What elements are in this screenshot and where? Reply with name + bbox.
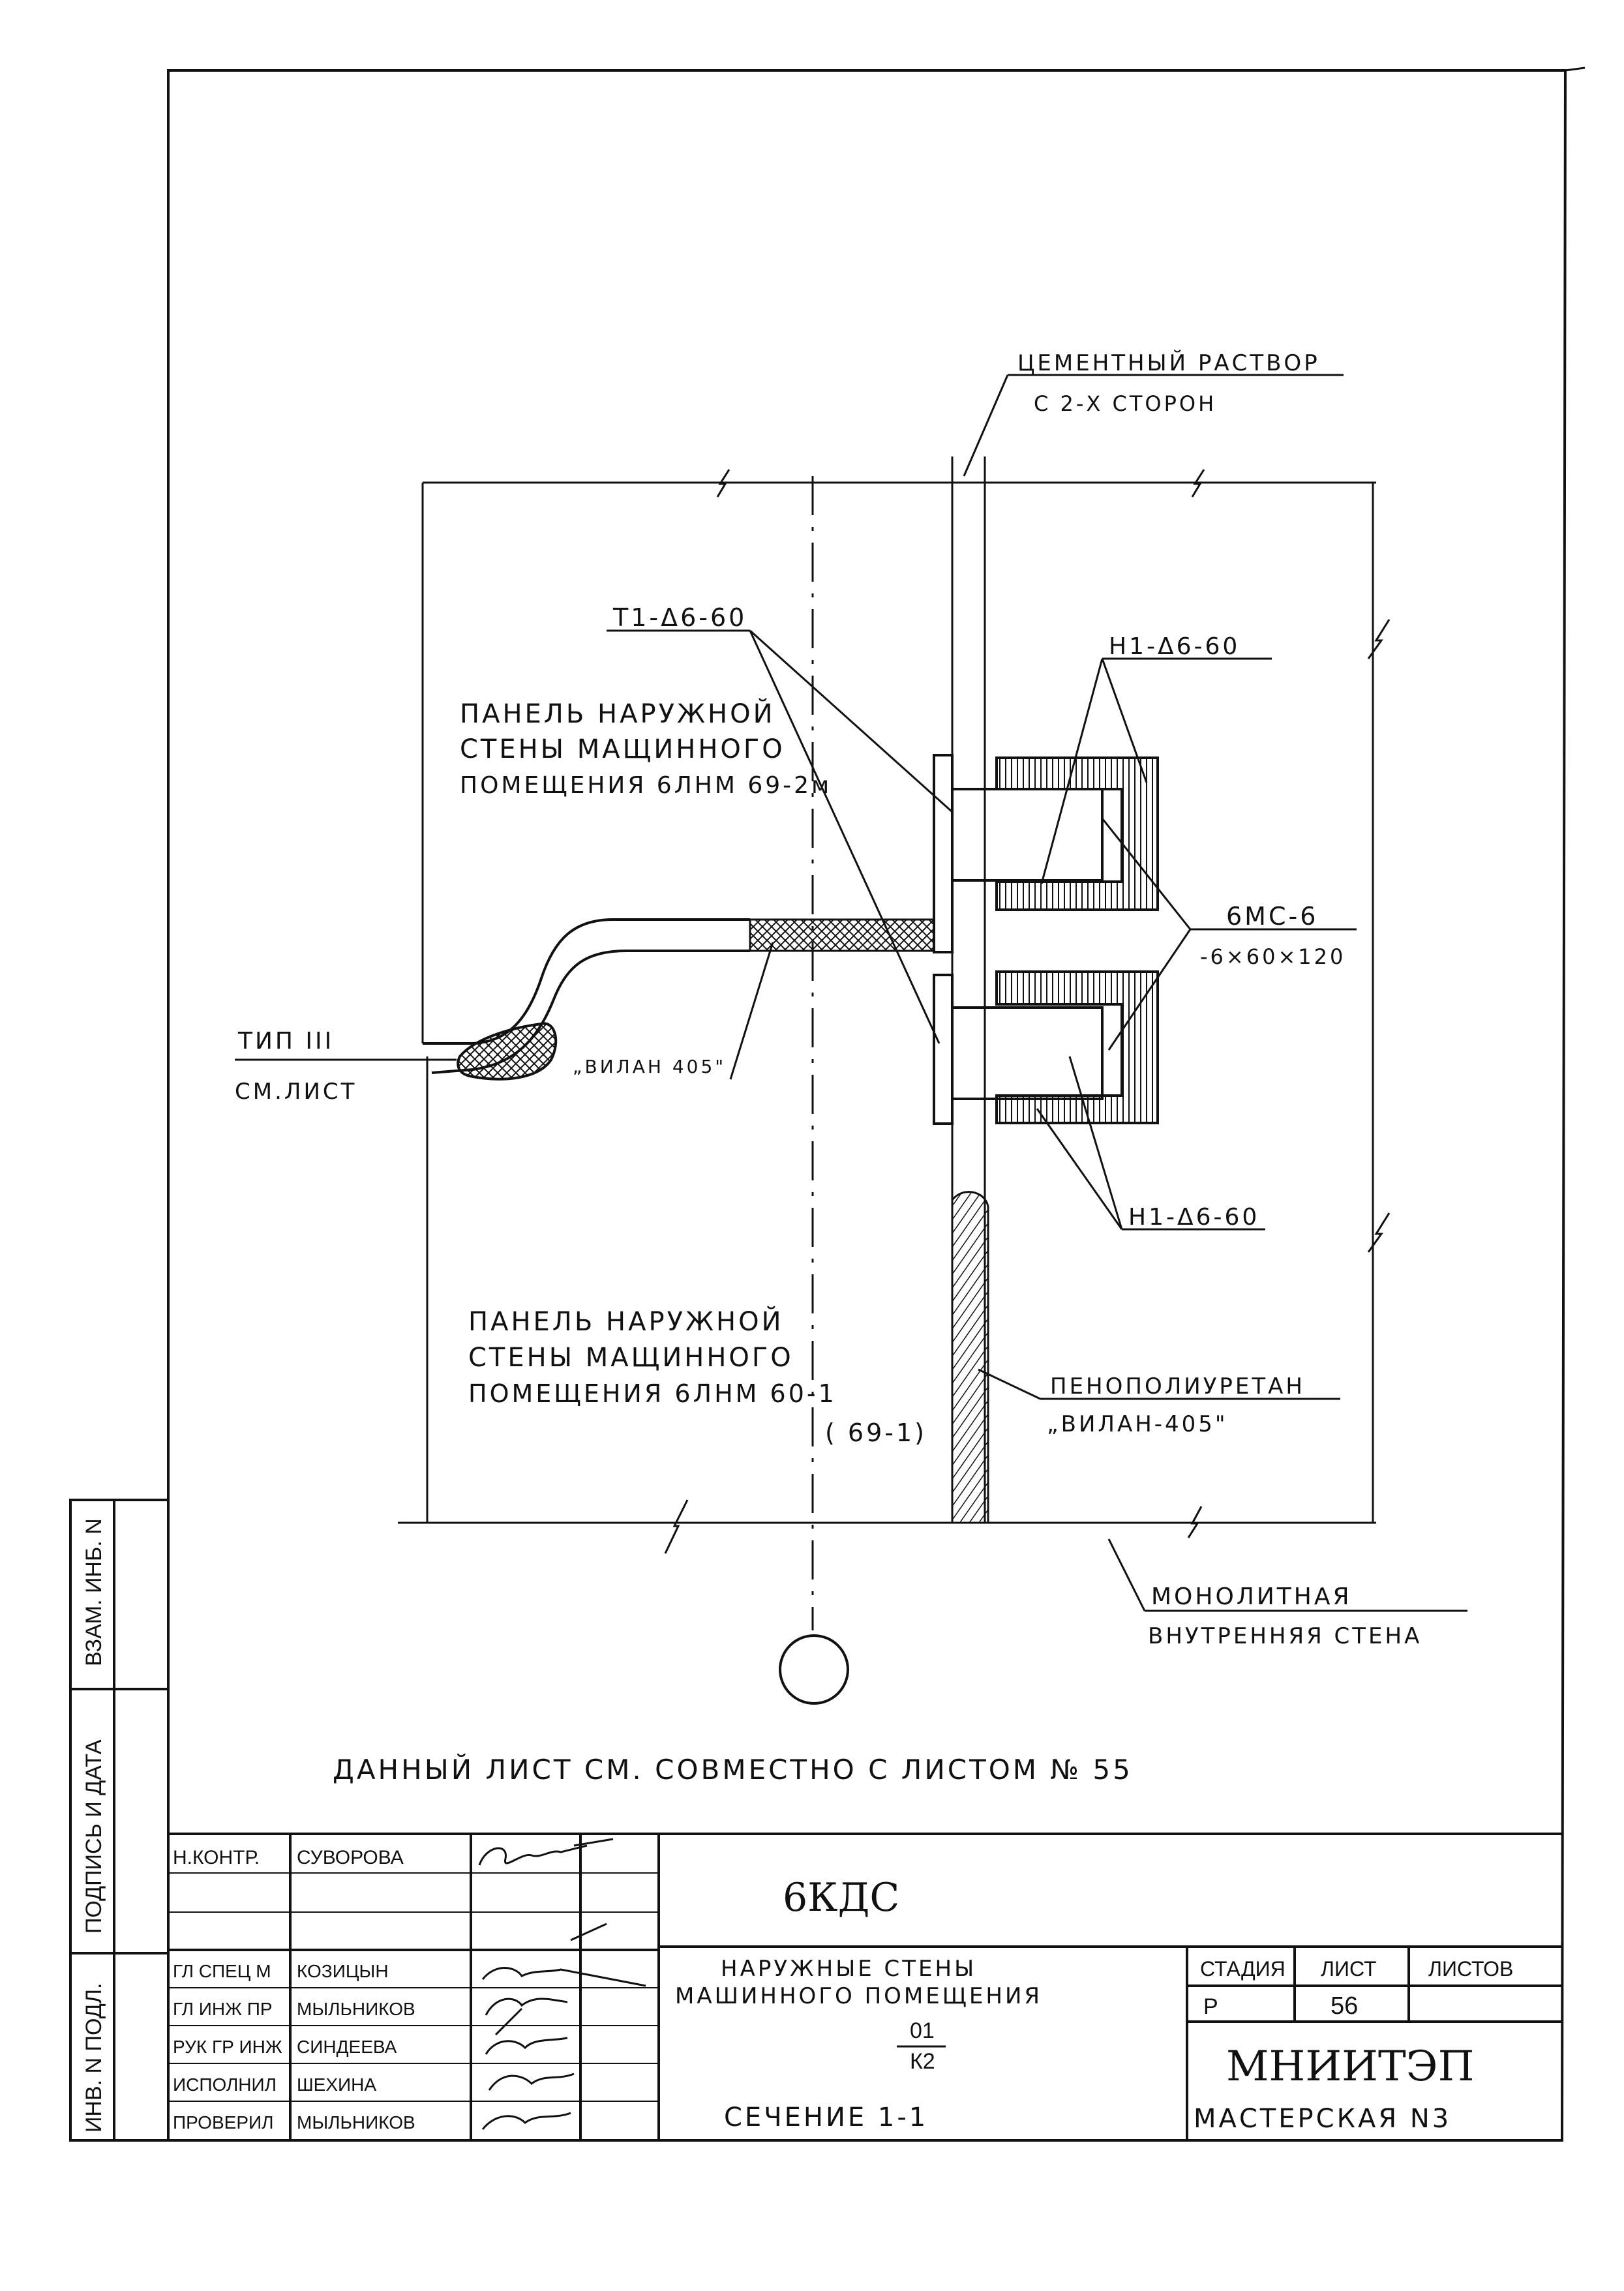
signature-scribbles	[478, 1838, 646, 2130]
vilan-insert	[749, 918, 950, 952]
sig-name-3: КОЗИЦЫН	[297, 1961, 389, 1981]
sig-role-3: ГЛ СПЕЦ М	[173, 1961, 271, 1981]
section-label: СЕЧЕНИЕ 1-1	[724, 2103, 928, 2133]
bracket-top	[995, 756, 1159, 911]
fraction-bottom: К2	[910, 2049, 935, 2074]
panel-upper-2: СТЕНЫ МАЩИННОГО	[460, 734, 785, 764]
wall-panels	[398, 457, 1391, 1554]
sheet-note: ДАННЫЙ ЛИСТ СМ. СОВМЕСТНО С ЛИСТОМ № 55	[333, 1753, 1133, 1786]
project-code: 6КДС	[783, 1875, 899, 1921]
type-ref-sheet: СМ.ЛИСТ	[235, 1079, 357, 1105]
foam-label-2: „ВИЛАН-405"	[1047, 1411, 1228, 1437]
inner-wall-label-2: ВНУТРЕННЯЯ СТЕНА	[1148, 1623, 1422, 1649]
title-line-2: МАШИННОГО ПОМЕЩЕНИЯ	[675, 1983, 1042, 2009]
sig-name-0: СУВОРОВА	[297, 1847, 404, 1868]
panel-lower-1: ПАНЕЛЬ НАРУЖНОЙ	[468, 1306, 784, 1337]
sheet-border	[167, 67, 1586, 2142]
side-stamp-inventory: ИНВ. N ПОДЛ.	[82, 1983, 106, 2133]
sig-role-7: ПРОВЕРИЛ	[173, 2112, 274, 2133]
bracket-bottom	[995, 970, 1159, 1124]
stage-header: СТАДИЯ	[1200, 1957, 1286, 1981]
stage-value: Р	[1203, 1994, 1218, 2019]
org-name: МНИИТЭП	[1226, 2043, 1474, 2091]
sig-name-7: МЫЛЬНИКОВ	[297, 2112, 415, 2133]
sig-name-4: МЫЛЬНИКОВ	[297, 1999, 415, 2019]
panel-lower-3: ПОМЕЩЕНИЯ 6ЛНМ 60-1	[468, 1379, 837, 1408]
vilan-label: „ВИЛАН 405"	[573, 1056, 726, 1077]
workshop-name: МАСТЕРСКАЯ N3	[1194, 2104, 1451, 2134]
mortar-label-1: ЦЕМЕНТНЫЙ РАСТВОР	[1017, 350, 1320, 376]
t1-label: Т1-Δ6-60	[612, 603, 747, 632]
sheet-value: 56	[1331, 1992, 1358, 2020]
sig-role-4: ГЛ ИНЖ ПР	[173, 1999, 273, 2019]
sig-role-6: ИСПОЛНИЛ	[173, 2074, 277, 2095]
axis-bubble	[779, 1634, 849, 1705]
sheets-header: ЛИСТОВ	[1428, 1957, 1513, 1981]
leader-lines	[365, 374, 1467, 1612]
sheet-header: ЛИСТ	[1321, 1957, 1377, 1981]
panel-upper-1: ПАНЕЛЬ НАРУЖНОЙ	[460, 698, 775, 729]
panel-upper-3: ПОМЕЩЕНИЯ 6ЛНМ 69-2м	[460, 772, 832, 799]
sig-role-5: РУК ГР ИНЖ	[173, 2037, 282, 2057]
plate-label-1: 6МС-6	[1226, 902, 1318, 931]
side-stamp	[69, 1499, 170, 2142]
title-block-grid	[168, 1833, 1562, 2140]
embed-plates	[933, 754, 1104, 1125]
sig-name-6: ШЕХИНА	[297, 2074, 376, 2095]
h1-bottom-label: Н1-Δ6-60	[1128, 1204, 1259, 1231]
callouts: ЦЕМЕНТНЫЙ РАСТВОР С 2-Х СТОРОН Т1-Δ6-60 …	[235, 350, 1422, 1649]
mortar-label-2: С 2-Х СТОРОН	[1034, 391, 1216, 416]
h1-top-label: Н1-Δ6-60	[1109, 633, 1240, 660]
title-line-1: НАРУЖНЫЕ СТЕНЫ	[721, 1956, 976, 1982]
weld-blob	[457, 1022, 558, 1081]
foam-strip	[951, 1191, 989, 1524]
panel-lower-4: ( 69-1)	[825, 1418, 927, 1447]
sig-role-0: Н.КОНТР.	[173, 1847, 260, 1868]
type-ref-label: ТИП III	[237, 1028, 334, 1055]
side-stamp-signature: ПОДПИСЬ И ДАТА	[82, 1739, 106, 1934]
side-stamp-replace: ВЗАМ. ИНБ. N	[82, 1518, 106, 1666]
sig-name-5: СИНДЕЕВА	[297, 2037, 397, 2057]
panel-lower-2: СТЕНЫ МАЩИННОГО	[468, 1343, 794, 1373]
plate-label-2: -6×60×120	[1200, 944, 1346, 969]
inner-wall-label-1: МОНОЛИТНАЯ	[1151, 1583, 1352, 1610]
fraction-top: 01	[910, 2018, 935, 2043]
signature-table: Н.КОНТР. СУВОРОВА ГЛ СПЕЦ М КОЗИЦЫН ГЛ И…	[173, 1847, 415, 2133]
foam-label-1: ПЕНОПОЛИУРЕТАН	[1050, 1373, 1305, 1400]
